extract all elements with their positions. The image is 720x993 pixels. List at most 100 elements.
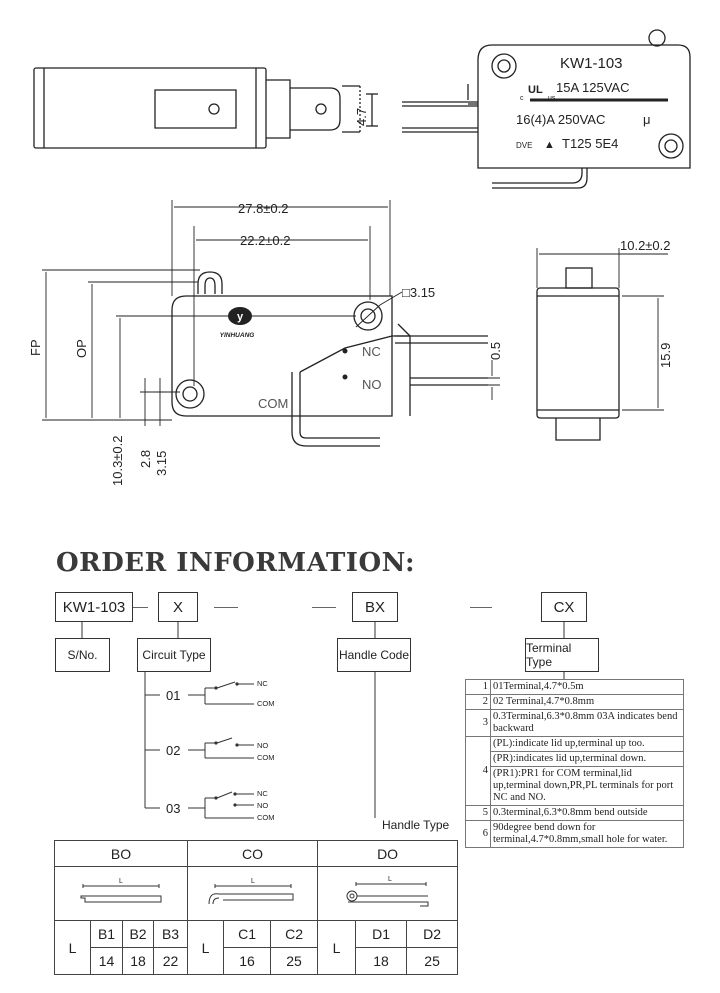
dim-47: 4.7 <box>354 108 369 126</box>
terminal-type-table: 1 01Terminal,4.7*0.5m 2 02 Terminal,4.7*… <box>465 679 684 848</box>
code-box-series: KW1-103 <box>55 592 133 622</box>
terminal-desc: (PR1):PR1 for COM terminal,lid up,termin… <box>490 766 684 806</box>
handle-co-diagram: L <box>187 866 319 921</box>
ul-c: c <box>520 95 524 102</box>
circuit-03-contact: NC <box>257 789 268 798</box>
triangle-mark: ▲ <box>544 139 555 151</box>
handle-l-label: L <box>54 920 91 975</box>
handle-group-name: BO <box>53 840 189 867</box>
circuit-03-contact: NO <box>257 801 268 810</box>
circuit-01-contact: COM <box>257 699 275 708</box>
label-com: COM <box>258 396 288 411</box>
handle-l-label: L <box>187 920 225 975</box>
handle-value: 16 <box>223 947 272 975</box>
code-box-handle: BX <box>352 592 398 622</box>
terminal-desc: 0.3Terminal,6.3*0.8mm 03A indicates bend… <box>490 709 684 737</box>
terminal-desc: 90degree bend down for terminal,4.7*0.8m… <box>490 820 684 848</box>
code-box-terminal: CX <box>541 592 587 622</box>
label-handle-code: Handle Code <box>337 638 411 672</box>
order-title: ORDER INFORMATION: <box>56 548 416 578</box>
table-row: L B1 B2 B3 L C1 C2 L D1 D2 <box>54 920 459 975</box>
terminal-desc: 0.3terminal,6.3*0.8mm bend outside <box>490 805 684 821</box>
table-row: 5 0.3terminal,6.3*0.8mm bend outside <box>465 805 684 821</box>
svg-text:L: L <box>251 878 255 885</box>
label-mu: μ <box>643 112 651 127</box>
dim-102: 10.2±0.2 <box>620 238 671 253</box>
nc-contact-dot <box>342 348 348 354</box>
label-ul: 15A 125VAC <box>556 80 629 95</box>
label-no: NO <box>362 377 382 392</box>
dim-315-square: □3.15 <box>402 285 435 300</box>
separator-dash <box>312 607 336 608</box>
table-row: L L <box>53 866 459 921</box>
label-kw: KW1-103 <box>560 55 623 72</box>
circuit-code-02: 02 <box>166 743 180 758</box>
handle-value: 18 <box>355 947 408 975</box>
terminal-desc: (PR):indicates lid up,terminal down. <box>490 751 684 767</box>
handle-type-label: Handle Type <box>382 818 450 832</box>
brand-logo: y YINHUANG <box>220 307 255 339</box>
label-sno: S/No. <box>55 638 110 672</box>
terminal-desc: 02 Terminal,4.7*0.8mm <box>490 694 684 710</box>
label-terminal-type: Terminal Type <box>525 638 599 672</box>
no-contact-dot <box>342 374 348 380</box>
dim-315: 3.15 <box>154 451 169 476</box>
handle-code: B1 <box>90 920 123 948</box>
handle-value: 25 <box>270 947 319 975</box>
side-view <box>33 67 378 149</box>
circuit-code-01: 01 <box>166 688 180 703</box>
table-row: (PR):indicates lid up,terminal down. <box>466 751 684 767</box>
handle-l-label: L <box>317 920 357 975</box>
separator-dash <box>133 607 148 608</box>
dim-103: 10.3±0.2 <box>110 435 125 486</box>
ul-us: us <box>548 95 556 102</box>
table-row: 3 0.3Terminal,6.3*0.8mm 03A indicates be… <box>465 709 684 737</box>
handle-code: C1 <box>223 920 272 948</box>
switch-outline <box>171 271 488 447</box>
vde-mark: DVE <box>516 141 532 150</box>
terminal-desc: 01Terminal,4.7*0.5m <box>490 679 684 695</box>
dim-222: 22.2±0.2 <box>240 233 291 248</box>
terminal-num: 2 <box>465 694 491 710</box>
handle-do-diagram: L <box>317 866 459 921</box>
table-row: 6 90degree bend down for terminal,4.7*0.… <box>465 820 684 848</box>
handle-type-table: BO CO DO L L <box>53 840 459 975</box>
terminal-num: 3 <box>465 709 491 737</box>
lever-co-icon: L <box>208 878 294 905</box>
handle-value: 22 <box>152 947 189 975</box>
table-row: 2 02 Terminal,4.7*0.8mm <box>465 694 684 710</box>
dim-159: 15.9 <box>658 343 673 368</box>
terminal-num: 4 <box>465 736 491 806</box>
handle-code: B2 <box>122 920 154 948</box>
handle-value: 14 <box>90 947 123 975</box>
label-rating: 16(4)A 250VAC <box>516 112 605 127</box>
handle-group-name: DO <box>317 840 459 867</box>
dim-op: OP <box>74 339 89 358</box>
table-row: BO CO DO <box>53 840 459 867</box>
svg-text:YINHUANG: YINHUANG <box>220 332 255 339</box>
terminal-num: 5 <box>465 805 491 821</box>
svg-text:L: L <box>119 878 123 885</box>
handle-group-name: CO <box>187 840 319 867</box>
ul-symbol: UL <box>528 84 543 96</box>
dim-fp: FP <box>28 339 43 356</box>
handle-code: D2 <box>406 920 459 948</box>
circuit-02-contact: COM <box>257 753 275 762</box>
code-box-circuit: X <box>158 592 198 622</box>
label-nc: NC <box>362 344 381 359</box>
lever-bo-icon: L <box>80 878 162 903</box>
terminal-num: 1 <box>465 679 491 695</box>
technical-drawing: y YINHUANG KW1-103 UL c us 15A 125VAC 16… <box>28 29 691 486</box>
terminal-num: 6 <box>465 820 491 848</box>
table-row: 4 (PL):indicate lid up,terminal up too. <box>465 736 684 806</box>
handle-code: C2 <box>270 920 319 948</box>
circuit-code-03: 03 <box>166 801 180 816</box>
end-view <box>536 248 668 441</box>
table-row: (PR1):PR1 for COM terminal,lid up,termin… <box>466 766 684 806</box>
table-row: 14 18 22 16 25 18 25 <box>55 947 459 975</box>
circuit-02-contact: NO <box>257 741 268 750</box>
table-row: 1 01Terminal,4.7*0.5m <box>465 679 684 695</box>
label-t: T125 5E4 <box>562 136 618 151</box>
handle-code: B3 <box>152 920 189 948</box>
svg-text:y: y <box>237 311 244 323</box>
